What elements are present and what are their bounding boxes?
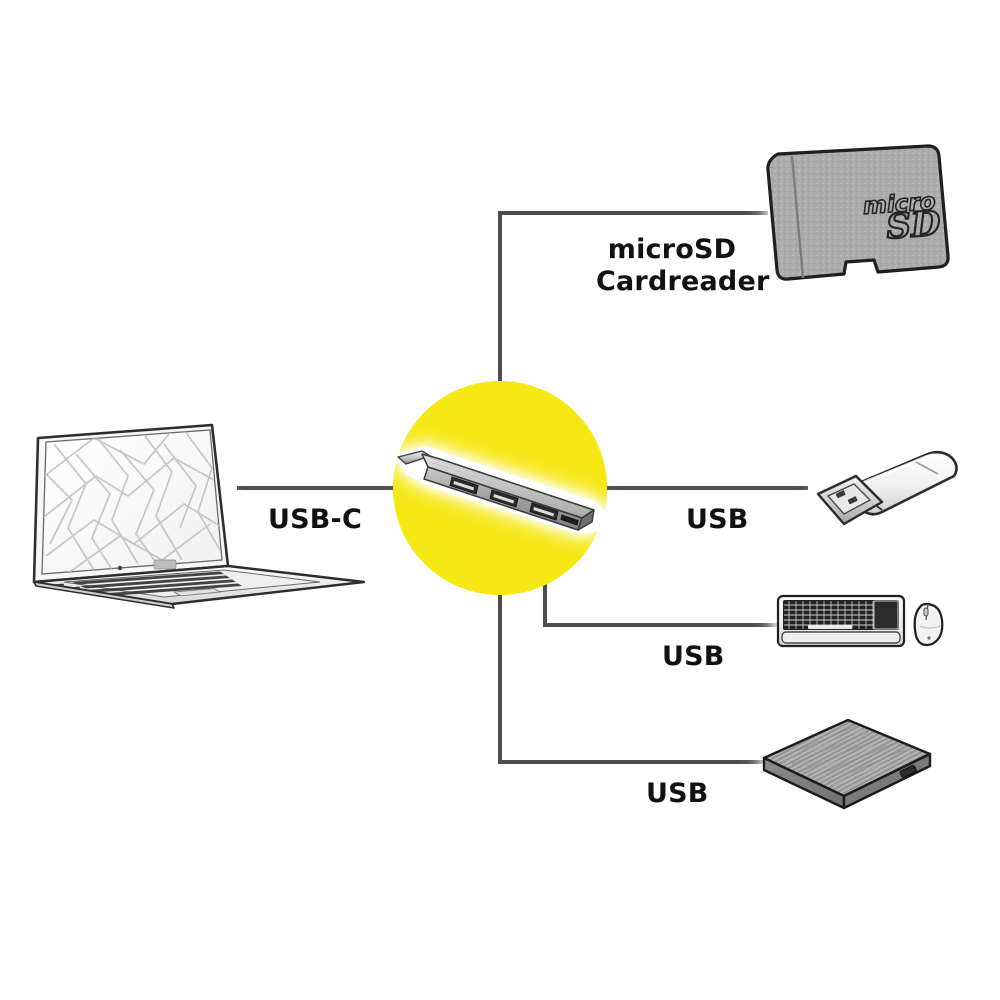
connector-line-hdd-vertical	[498, 595, 502, 762]
hub-usb-port-2	[489, 489, 519, 508]
connector-line-keyboard-horizontal	[543, 623, 783, 627]
svg-text:micro: micro	[862, 189, 936, 220]
hub-usb-port-3	[529, 502, 559, 521]
connector-line-keyboard-vertical	[543, 572, 547, 627]
hdd-top-face	[762, 718, 932, 798]
connector-line-microsd-horizontal	[498, 211, 768, 215]
laptop[interactable]	[24, 423, 374, 610]
label-microsd-cardreader: microSD Cardreader	[596, 234, 769, 298]
mouse	[913, 602, 944, 647]
microsd-logo: micro SD	[861, 188, 943, 248]
svg-text:SD: SD	[885, 204, 942, 248]
laptop-touchpad	[172, 588, 222, 597]
microsd-card[interactable]: micro SD	[762, 140, 958, 292]
laptop-webcam	[117, 565, 123, 571]
hub-usb-port-1	[449, 476, 479, 495]
keyboard-palm-rest	[781, 631, 901, 644]
label-microsd-line-1: microSD	[607, 234, 737, 265]
label-usb-flash: USB	[686, 504, 749, 535]
usb-flash-drive[interactable]	[808, 446, 968, 538]
laptop-keyboard	[63, 569, 321, 598]
usb-c-hub[interactable]	[396, 440, 616, 550]
label-usb-hdd: USB	[646, 778, 709, 809]
label-usb-keyboard: USB	[662, 641, 725, 672]
external-hard-drive[interactable]	[752, 712, 942, 812]
connector-line-usb-flash	[590, 486, 808, 490]
hdd-usb-port	[899, 764, 917, 778]
label-usb-c: USB-C	[268, 504, 362, 535]
connector-line-hdd-horizontal	[498, 760, 768, 764]
label-microsd-line-2: Cardreader	[596, 265, 770, 297]
mouse-scroll-wheel	[923, 607, 929, 617]
keyboard-and-mouse[interactable]	[774, 586, 952, 660]
keyboard-numpad	[873, 600, 899, 630]
hub-microsd-slot	[560, 514, 579, 526]
connector-line-usb-c	[237, 486, 412, 490]
connector-line-microsd-vertical	[498, 213, 502, 478]
